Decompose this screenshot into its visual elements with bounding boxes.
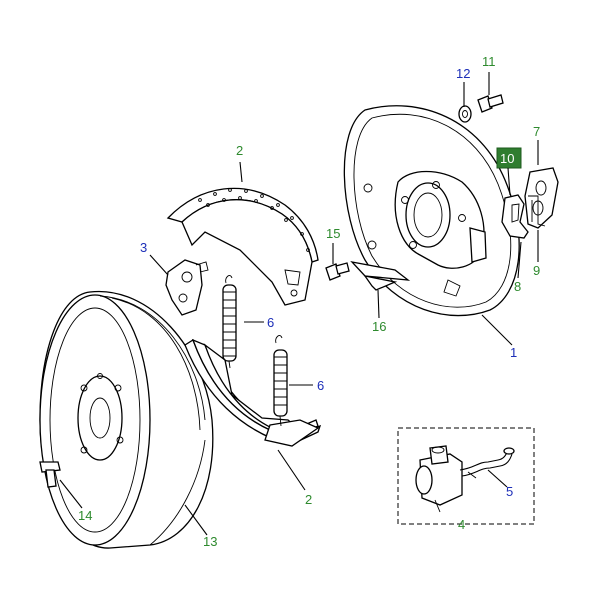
- label-part-14: 14: [78, 508, 92, 523]
- lower-brake-shoe: [184, 338, 322, 447]
- label-part-16: 16: [372, 319, 386, 334]
- washer: [458, 105, 472, 123]
- label-part-1: 1: [510, 345, 517, 360]
- leader-lines: [59, 72, 539, 536]
- label-part-10: 10: [500, 151, 514, 166]
- backing-plate: [343, 105, 520, 317]
- label-part-8: 8: [514, 279, 521, 294]
- lower-return-spring: [273, 335, 288, 427]
- label-part-13: 13: [203, 534, 217, 549]
- highlight-box: [496, 147, 522, 169]
- label-part-11: 11: [482, 54, 496, 69]
- label-part-6-bottom: 6: [317, 378, 324, 393]
- label-part-9: 9: [533, 263, 540, 278]
- label-part-4: 4: [458, 517, 465, 532]
- upper-brake-shoe: [166, 187, 319, 306]
- mounting-bolt: [477, 94, 504, 113]
- label-part-2-top: 2: [236, 143, 243, 158]
- spring-clip: [528, 195, 546, 227]
- wheel-cylinder-group: [397, 427, 535, 525]
- adjuster-bolt: [325, 262, 350, 281]
- brake-drum: [39, 290, 214, 549]
- label-part-7: 7: [533, 124, 540, 139]
- drum-screw: [39, 461, 61, 488]
- label-part-2-bottom: 2: [305, 492, 312, 507]
- label-part-5: 5: [506, 484, 513, 499]
- handbrake-bracket: [350, 261, 411, 291]
- upper-return-spring: [222, 275, 237, 369]
- label-part-12: 12: [456, 66, 470, 81]
- label-part-3: 3: [140, 240, 147, 255]
- label-part-6-top: 6: [267, 315, 274, 330]
- callout-labels: 2 3 6 6 2 13 14 15 16 1 11 12 7 10 8 9 5…: [78, 54, 540, 549]
- retaining-clip-inner: [501, 194, 529, 239]
- retaining-clip-outer: [524, 167, 559, 229]
- label-part-15: 15: [326, 226, 340, 241]
- brake-adjuster: [165, 259, 209, 316]
